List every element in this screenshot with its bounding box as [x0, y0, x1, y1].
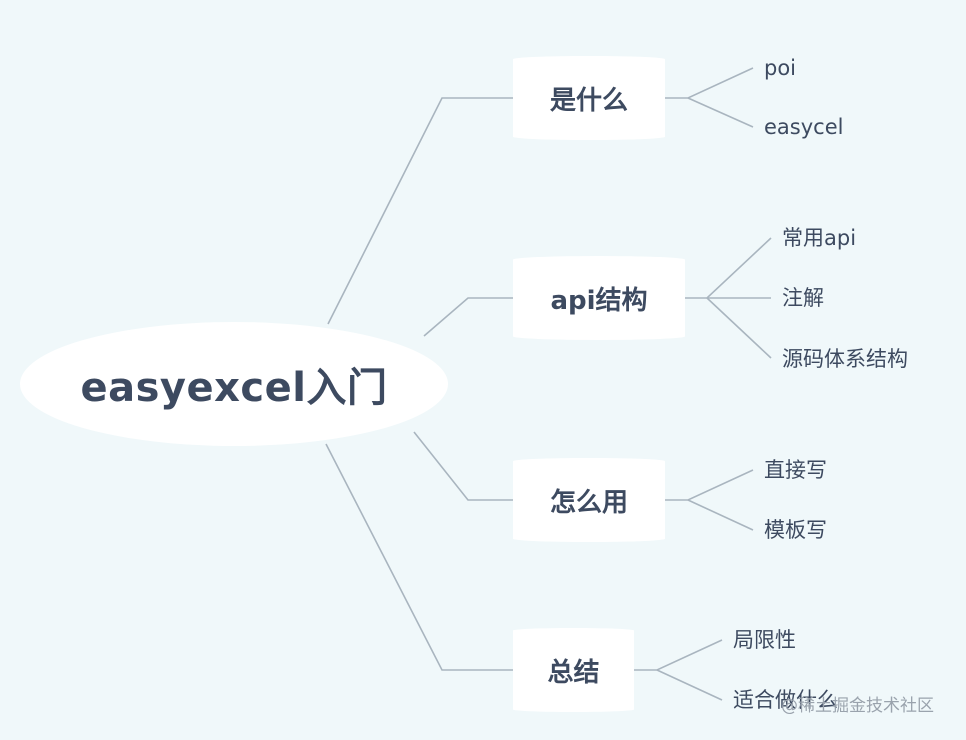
branch-topic-label: 是什么 — [549, 85, 628, 116]
branch-topic-label: 怎么用 — [549, 487, 628, 518]
leaf-topic-shi-he-zuo-shen-me[interactable]: 适合做什么 — [733, 688, 838, 712]
root-topic[interactable]: easyexcel入门 — [20, 322, 448, 446]
connector-leaf-easycel — [687, 97, 754, 128]
leaf-topic-chang-yong-api[interactable]: 常用api — [782, 226, 857, 250]
branch-topic-api-jie-gou[interactable]: api结构 — [513, 256, 685, 340]
branch-topic-zen-me-yong[interactable]: 怎么用 — [513, 458, 665, 542]
connector-root-shi-shen-me — [327, 97, 515, 325]
connector-leaf-mo-ban-xie — [687, 499, 754, 531]
connector-leaf-chang-yong-api — [685, 237, 772, 299]
leaf-topic-poi[interactable]: poi — [764, 56, 797, 80]
connector-leaf-yuan-ma — [706, 297, 772, 359]
connector-root-zen-me-yong — [413, 431, 515, 501]
leaf-topic-mo-ban-xie[interactable]: 模板写 — [764, 518, 827, 542]
connector-root-zong-jie — [325, 443, 515, 671]
connector-leaf-zhi-jie-xie — [665, 469, 754, 501]
branch-topic-label: api结构 — [550, 285, 648, 316]
branch-topic-shi-shen-me[interactable]: 是什么 — [513, 56, 665, 140]
connector-root-api-jie-gou — [423, 297, 515, 337]
leaf-topic-easycel[interactable]: easycel — [764, 115, 844, 139]
leaf-topic-yuan-ma-ti-xi-jie-gou[interactable]: 源码体系结构 — [782, 347, 908, 371]
branch-topic-label: 总结 — [547, 657, 600, 688]
watermark-text: @稀土掘金技术社区 — [781, 696, 934, 716]
leaf-topic-ju-xian-xing[interactable]: 局限性 — [733, 628, 796, 652]
connector-leaf-ju-xian-xing — [634, 639, 723, 671]
connector-leaf-shi-he — [656, 669, 723, 701]
connector-leaf-poi — [665, 67, 754, 99]
leaf-topic-zhi-jie-xie[interactable]: 直接写 — [764, 458, 827, 482]
leaf-topic-zhu-jie[interactable]: 注解 — [782, 286, 824, 310]
branch-topic-zong-jie[interactable]: 总结 — [513, 628, 634, 712]
root-topic-label: easyexcel入门 — [80, 365, 388, 411]
